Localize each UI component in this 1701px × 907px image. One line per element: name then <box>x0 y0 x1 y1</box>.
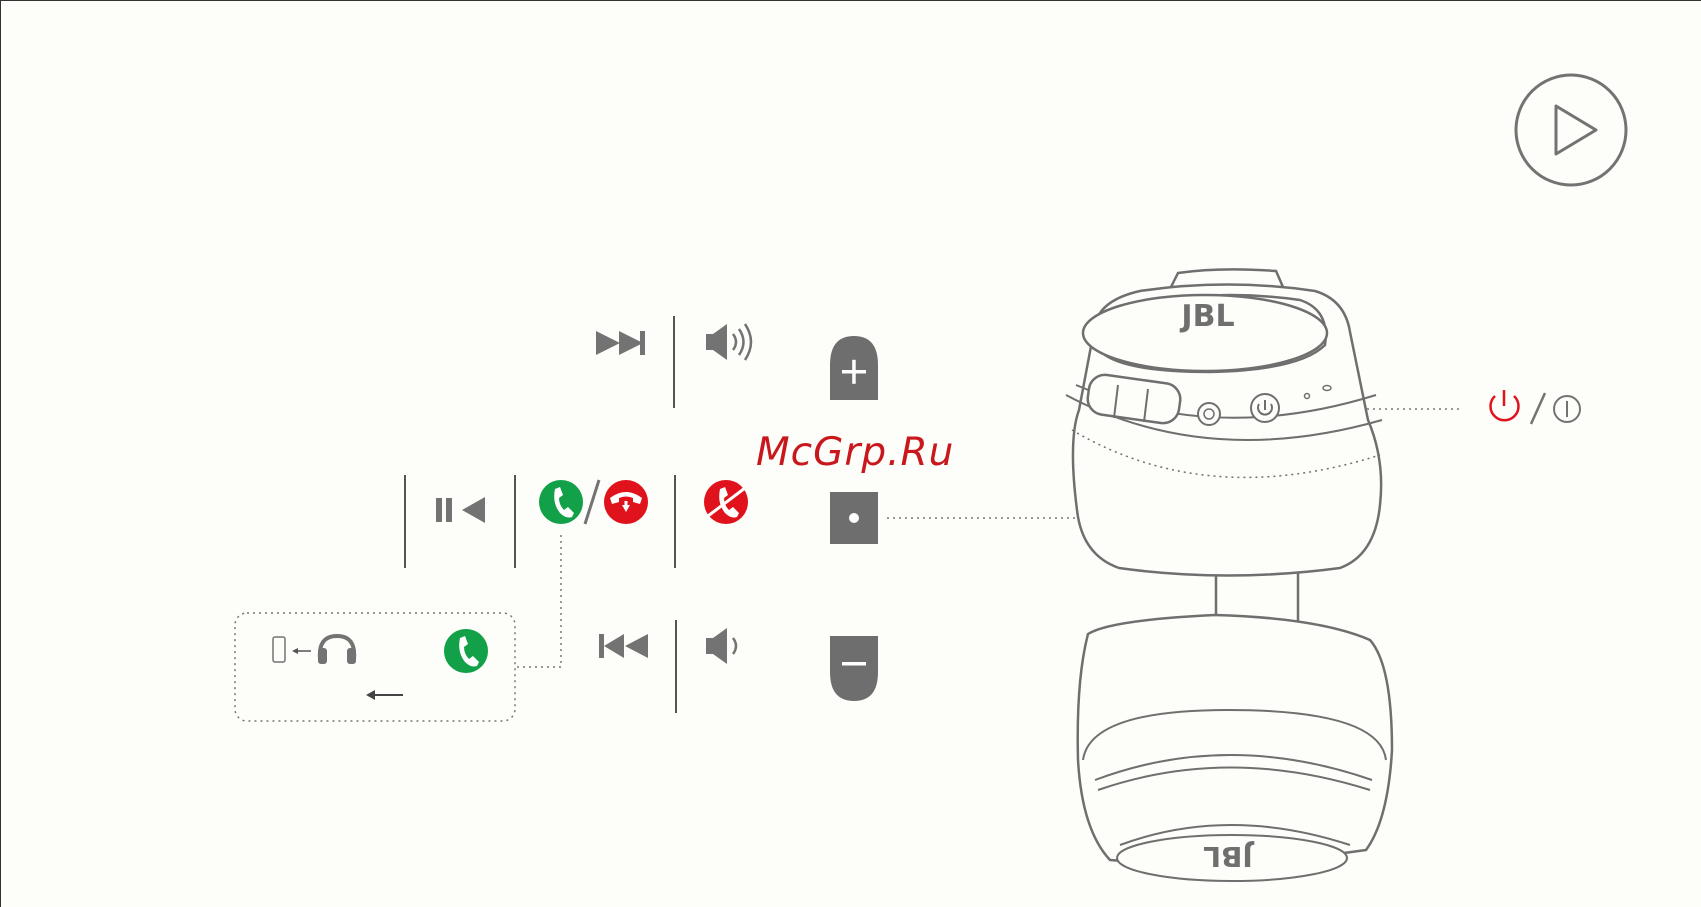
phone-hangup-icon <box>604 480 648 524</box>
headphone-illustration: JBL JBL <box>1066 269 1392 881</box>
watermark-text: McGrp.Ru <box>756 430 954 475</box>
phone-answer-icon <box>539 480 583 524</box>
transfer-small-arrow <box>292 648 311 654</box>
brand-logo-top: JBL <box>1179 299 1234 334</box>
previous-track-icon <box>599 634 648 658</box>
power-slash <box>1531 393 1545 424</box>
volume-up-icon <box>706 324 751 360</box>
plus-icon <box>830 336 878 400</box>
power-icon <box>1491 390 1519 420</box>
minus-icon <box>830 636 878 701</box>
next-track-icon <box>596 331 645 355</box>
phone-answer-icon-transfer <box>444 629 488 673</box>
play-pause-icon <box>436 497 485 523</box>
play-icon[interactable] <box>1516 75 1626 185</box>
transfer-long-arrow <box>366 690 403 700</box>
answer-end-slash <box>585 480 599 524</box>
volume-down-icon <box>706 628 736 664</box>
brand-logo-bottom: JBL <box>1203 840 1255 873</box>
headphones-icon <box>318 636 356 664</box>
phone-reject-icon <box>704 480 748 524</box>
power-off-icon <box>1554 396 1580 422</box>
dot-icon <box>830 492 878 544</box>
smartphone-icon <box>273 637 285 662</box>
